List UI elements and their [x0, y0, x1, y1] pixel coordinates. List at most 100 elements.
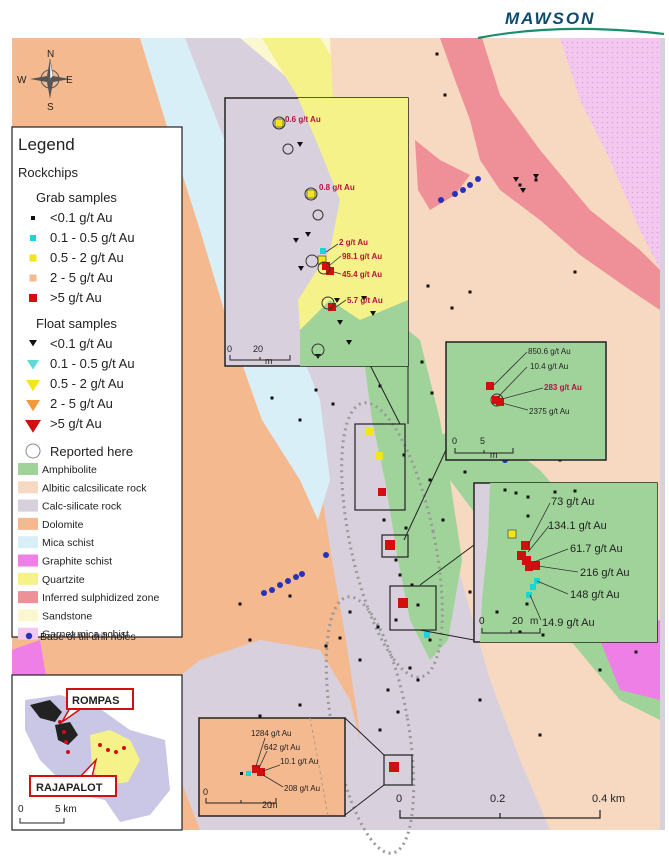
- target-boxes: [354, 423, 437, 786]
- grab-sample-low: [416, 603, 420, 607]
- legend-unit-label-8: Sandstone: [42, 610, 92, 622]
- inset-top-label-4: 98.1 g/t Au: [342, 252, 382, 261]
- drill-hole: [467, 182, 473, 188]
- grab-sample-low: [573, 270, 577, 274]
- grab-sample-low: [248, 638, 252, 642]
- inset-right-scale: 0 20 m: [479, 616, 541, 634]
- grab-sample-low: [426, 284, 430, 288]
- svg-text:m: m: [270, 800, 278, 810]
- inset-right-grab-sample: [573, 489, 577, 493]
- legend-grab-label-1: 0.1 - 0.5 g/t Au: [50, 230, 135, 245]
- legend-grab-symbol-3: [29, 274, 37, 282]
- grab-sample-low: [348, 610, 352, 614]
- grab-sample-low: [534, 178, 538, 182]
- inset-top-scale: 0 20 m: [227, 344, 291, 366]
- legend-reported: Reported here: [50, 444, 133, 459]
- grab-sample-low: [428, 478, 432, 482]
- float-sample-low: [520, 188, 526, 193]
- inset-bottom-label-3: 10.1 g/t Au: [280, 757, 318, 766]
- float-sample-low: [533, 174, 539, 179]
- inset-right: 73 g/t Au 134.1 g/t Au 61.7 g/t Au 216 g…: [473, 482, 658, 643]
- inset-right-label-6: 14.9 g/t Au: [542, 617, 595, 629]
- legend-float-symbol-2: [26, 380, 40, 392]
- compass-e: E: [66, 75, 73, 86]
- legend-float-symbol-1: [27, 360, 39, 370]
- legend-grab-label-3: 2 - 5 g/t Au: [50, 270, 113, 285]
- legend-grab-label-4: >5 g/t Au: [50, 290, 102, 305]
- inset-mid: 850.6 g/t Au 10.4 g/t Au 283 g/t Au 2375…: [445, 341, 607, 461]
- inset-right-grab-sample: [518, 630, 522, 634]
- grab-sample-low: [404, 526, 408, 530]
- grab-sample-low: [398, 573, 402, 577]
- grab-sample-low: [408, 666, 412, 670]
- grab-sample-low: [338, 636, 342, 640]
- rompas-callout: ROMPAS: [61, 688, 134, 723]
- grab-sample-low: [324, 644, 328, 648]
- inset-top-float-sample: [337, 320, 343, 325]
- legend-unit-swatch-4: [18, 536, 38, 549]
- legend-grab-symbol-0: [31, 216, 35, 220]
- legend-grab-title: Grab samples: [36, 190, 117, 205]
- grab-sample-low: [298, 703, 302, 707]
- inset-bottom-label-1: 1284 g/t Au: [251, 729, 291, 738]
- grab-sample-low: [402, 453, 406, 457]
- legend-unit-label-2: Calc-silicate rock: [42, 501, 122, 513]
- compass-w: W: [17, 75, 27, 86]
- legend-float-label-3: 2 - 5 g/t Au: [50, 396, 113, 411]
- drill-hole: [285, 578, 291, 584]
- legend-unit-label-6: Quartzite: [42, 574, 85, 586]
- inset-mid-label-4: 2375 g/t Au: [529, 407, 569, 416]
- legend-unit-label-9: Garnet mica schist: [42, 629, 129, 641]
- inset-top-label-1: 0.6 g/t Au: [285, 115, 321, 124]
- inset-top-float-sample: [370, 311, 376, 316]
- inset-right-grab-sample: [526, 495, 530, 499]
- inset-top-label-5: 45.4 g/t Au: [342, 270, 382, 279]
- grab-sample-low: [428, 638, 432, 642]
- legend-title: Legend: [18, 135, 75, 154]
- drill-hole: [452, 191, 458, 197]
- legend-grab-symbol-2: [29, 254, 37, 262]
- target-outline-north: [340, 401, 444, 679]
- grab-sample-low: [394, 558, 398, 562]
- legend-unit-label-0: Amphibolite: [42, 464, 97, 476]
- legend-unit-label-4: Mica schist: [42, 537, 94, 549]
- grab-sample-low: [238, 602, 242, 606]
- legend-float-label-1: 0.1 - 0.5 g/t Au: [50, 356, 135, 371]
- legend-unit-swatch-3: [18, 517, 38, 530]
- svg-text:0: 0: [452, 436, 457, 446]
- drill-hole: [277, 582, 283, 588]
- grab-sample-low: [410, 583, 414, 587]
- inset-right-grab-sample: [553, 490, 557, 494]
- legend-float-symbol-0: [29, 340, 37, 347]
- legend-float-label-2: 0.5 - 2 g/t Au: [50, 376, 124, 391]
- drill-hole: [261, 590, 267, 596]
- inset-top-float-sample: [297, 142, 303, 147]
- compass-n: N: [47, 49, 54, 60]
- grab-sample-low: [416, 678, 420, 682]
- legend-unit-swatch-1: [18, 481, 38, 494]
- legend-float-symbol-4: [25, 420, 41, 433]
- inset-right-grab-sample: [541, 633, 545, 637]
- grab-sample-low: [394, 618, 398, 622]
- legend-float-label-4: >5 g/t Au: [50, 416, 102, 431]
- grab-sample-low: [463, 470, 467, 474]
- grab-sample-low: [298, 418, 302, 422]
- legend-float-symbol-3: [26, 400, 40, 412]
- main-samples: [366, 428, 430, 772]
- drill-hole: [323, 552, 329, 558]
- legend-unit-label-7: Inferred sulphidized zone: [42, 592, 159, 604]
- inset-mid-label-1: 850.6 g/t Au: [528, 347, 571, 356]
- inset-bottom-scale: 0 20 m: [203, 787, 278, 810]
- legend: Legend Rockchips Grab samples <0.1 g/t A…: [11, 126, 183, 643]
- legend-unit-swatch-2: [18, 499, 38, 512]
- rajapalot-callout: RAJAPALOT: [29, 757, 117, 797]
- grab-sample-low: [270, 396, 274, 400]
- svg-text:m: m: [265, 356, 273, 366]
- inset-top-float-sample: [305, 232, 311, 237]
- grab-sample-low: [358, 658, 362, 662]
- inset-bottom-label-4: 208 g/t Au: [284, 784, 320, 793]
- legend-grab-symbol-4: [29, 294, 37, 302]
- grab-sample-low: [420, 360, 424, 364]
- grab-sample-low: [450, 306, 454, 310]
